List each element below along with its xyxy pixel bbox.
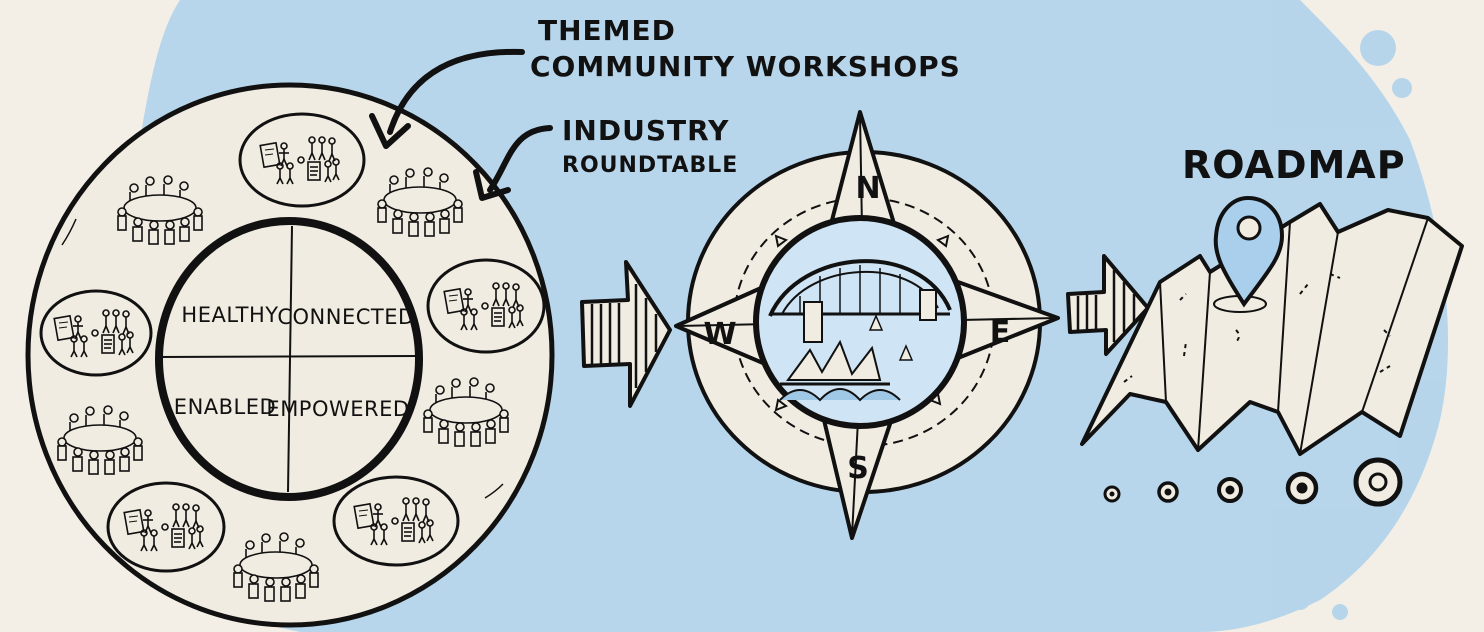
compass-north: N <box>855 171 880 206</box>
themed-label-line1: THEMED <box>538 14 676 47</box>
roadmap-title: ROADMAP <box>1182 143 1406 187</box>
compass-south: S <box>847 451 869 486</box>
folded-map-icon: ROADMAP <box>1080 143 1464 456</box>
location-pin-icon <box>1213 195 1285 308</box>
quadrant-enabled: ENABLED <box>174 395 276 419</box>
quadrant-empowered: EMPOWERED <box>266 397 409 421</box>
quadrant-connected: CONNECTED <box>277 305 414 329</box>
compass-west: W <box>703 317 736 352</box>
annotation-industry: INDUSTRY ROUNDTABLE <box>473 114 738 201</box>
workshop-icon <box>106 481 226 573</box>
compass-east: E <box>990 315 1011 350</box>
workshop-ovals <box>39 112 546 573</box>
roadmap-dots <box>1103 457 1403 507</box>
industry-label-line1: INDUSTRY <box>562 114 729 147</box>
industry-arrow-icon <box>487 125 553 193</box>
workshop-icon <box>238 112 366 208</box>
quadrant-healthy: HEALTHY <box>181 303 278 327</box>
themed-label-line2: COMMUNITY WORKSHOPS <box>530 50 961 83</box>
annotation-themed: THEMED COMMUNITY WORKSHOPS <box>369 14 961 149</box>
workshop-icon <box>39 289 153 377</box>
striped-arrow-icon <box>580 260 672 408</box>
compass-rose-icon: N S W E <box>674 110 1060 540</box>
striped-arrow-icon <box>1066 254 1150 356</box>
themed-arrow-icon <box>387 48 525 135</box>
workshop-icon <box>426 258 546 354</box>
industry-label-line2: ROUNDTABLE <box>562 153 738 178</box>
workshop-icon <box>332 475 460 567</box>
values-circle: HEALTHY CONNECTED ENABLED EMPOWERED <box>155 217 423 501</box>
